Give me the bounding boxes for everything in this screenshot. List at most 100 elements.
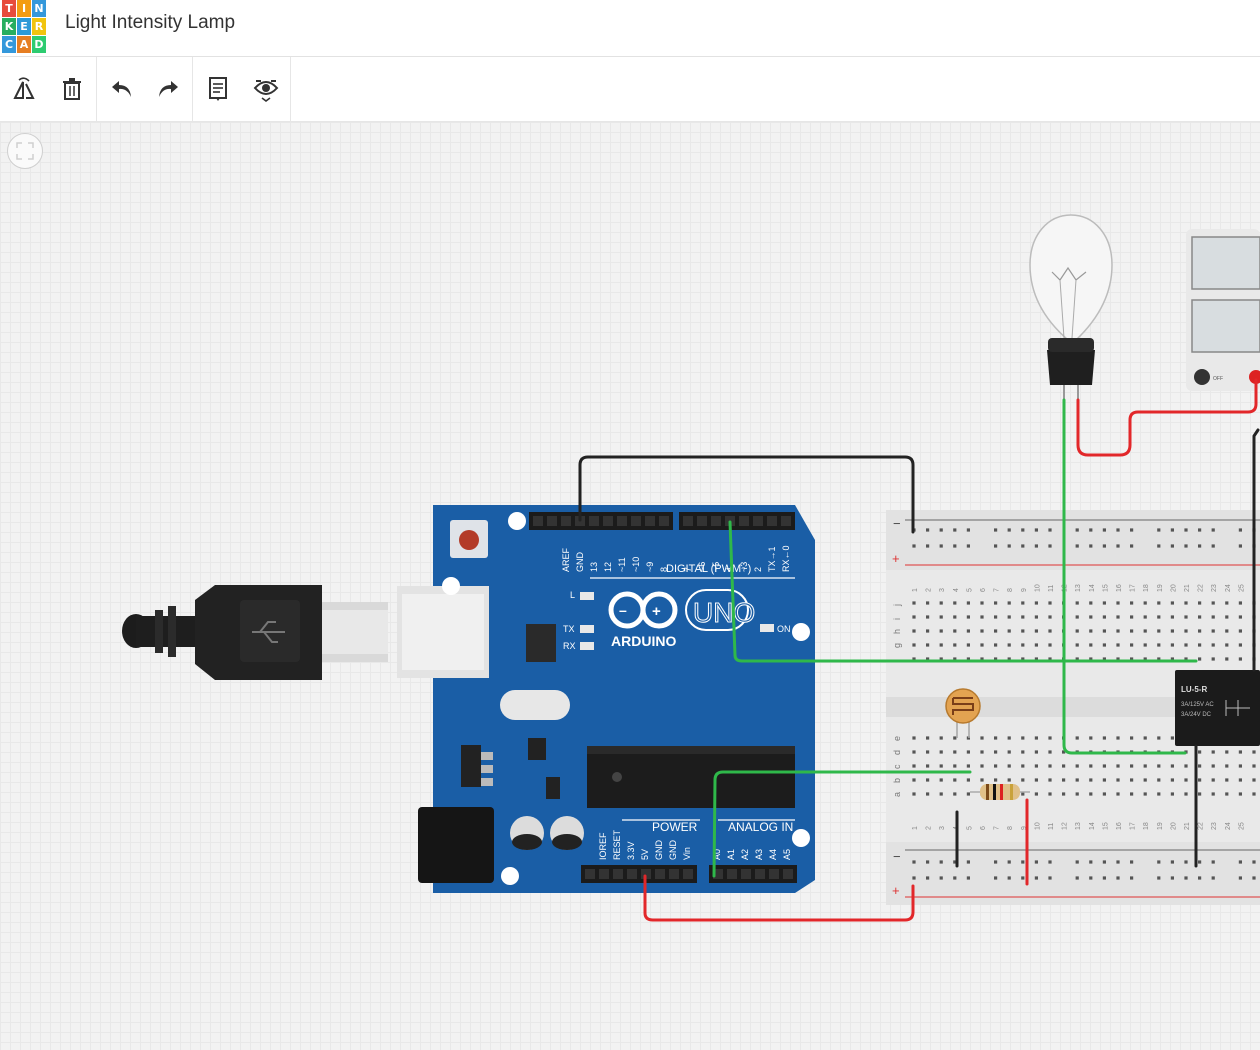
breadboard-hole[interactable]: [1007, 764, 1011, 768]
breadboard-hole[interactable]: [1021, 750, 1025, 754]
breadboard-hole[interactable]: [912, 657, 916, 661]
breadboard-hole[interactable]: [939, 778, 943, 782]
breadboard-hole[interactable]: [1034, 736, 1038, 740]
breadboard-hole[interactable]: [1143, 778, 1147, 782]
rail-hole[interactable]: [1211, 528, 1215, 532]
bulb-to-relay-wire-green[interactable]: [1062, 398, 1187, 755]
breadboard-hole[interactable]: [1157, 736, 1161, 740]
rail-hole[interactable]: [1170, 876, 1174, 880]
breadboard-hole[interactable]: [1252, 750, 1256, 754]
breadboard-hole[interactable]: [994, 643, 998, 647]
breadboard-hole[interactable]: [1089, 792, 1093, 796]
digital-pin-wire-green[interactable]: [728, 520, 1198, 663]
relay[interactable]: LU-5-R 3A/125V AC 3A/24V DC: [1175, 670, 1260, 746]
breadboard-hole[interactable]: [1143, 601, 1147, 605]
header-pin[interactable]: [713, 869, 723, 879]
breadboard-hole[interactable]: [1102, 764, 1106, 768]
breadboard-hole[interactable]: [1034, 601, 1038, 605]
rail-hole[interactable]: [1238, 528, 1242, 532]
breadboard-hole[interactable]: [939, 736, 943, 740]
breadboard-hole[interactable]: [926, 601, 930, 605]
breadboard-hole[interactable]: [980, 629, 984, 633]
breadboard-hole[interactable]: [1021, 601, 1025, 605]
breadboard-hole[interactable]: [1198, 764, 1202, 768]
header-pin[interactable]: [755, 869, 765, 879]
header-pin[interactable]: [659, 516, 669, 526]
header-pin[interactable]: [589, 516, 599, 526]
breadboard-hole[interactable]: [980, 643, 984, 647]
header-pin[interactable]: [753, 516, 763, 526]
breadboard-hole[interactable]: [1238, 778, 1242, 782]
breadboard-hole[interactable]: [926, 643, 930, 647]
rail-hole[interactable]: [953, 860, 957, 864]
breadboard-hole[interactable]: [1170, 643, 1174, 647]
rail-hole[interactable]: [1007, 860, 1011, 864]
breadboard-hole[interactable]: [1102, 778, 1106, 782]
breadboard-hole[interactable]: [1198, 629, 1202, 633]
breadboard-hole[interactable]: [1130, 629, 1134, 633]
breadboard-hole[interactable]: [1143, 764, 1147, 768]
breadboard-hole[interactable]: [1143, 792, 1147, 796]
breadboard-hole[interactable]: [1225, 792, 1229, 796]
breadboard-hole[interactable]: [1184, 643, 1188, 647]
header-pin[interactable]: [739, 516, 749, 526]
breadboard-hole[interactable]: [1116, 657, 1120, 661]
rail-hole[interactable]: [1034, 860, 1038, 864]
breadboard-hole[interactable]: [1198, 778, 1202, 782]
breadboard-hole[interactable]: [1089, 629, 1093, 633]
bulb-to-supply-wire-red[interactable]: [1076, 378, 1258, 457]
breadboard-hole[interactable]: [994, 657, 998, 661]
breadboard-hole[interactable]: [966, 792, 970, 796]
breadboard-hole[interactable]: [953, 601, 957, 605]
header-pin[interactable]: [683, 869, 693, 879]
rail-hole[interactable]: [1130, 528, 1134, 532]
breadboard-hole[interactable]: [1021, 764, 1025, 768]
rail-hole[interactable]: [1252, 876, 1256, 880]
rail-hole[interactable]: [994, 544, 998, 548]
breadboard-hole[interactable]: [926, 778, 930, 782]
breadboard-hole[interactable]: [1225, 629, 1229, 633]
fit-view-button[interactable]: [7, 133, 43, 169]
breadboard-hole[interactable]: [994, 736, 998, 740]
breadboard-hole[interactable]: [1075, 764, 1079, 768]
breadboard-hole[interactable]: [1252, 792, 1256, 796]
breadboard-hole[interactable]: [1130, 657, 1134, 661]
breadboard-hole[interactable]: [1157, 629, 1161, 633]
breadboard-hole[interactable]: [1075, 601, 1079, 605]
breadboard-hole[interactable]: [1102, 657, 1106, 661]
rail-hole[interactable]: [926, 876, 930, 880]
breadboard-hole[interactable]: [1089, 615, 1093, 619]
rail-hole[interactable]: [1116, 860, 1120, 864]
header-pin[interactable]: [683, 516, 693, 526]
rail-hole[interactable]: [953, 544, 957, 548]
breadboard-hole[interactable]: [1021, 736, 1025, 740]
rail-hole[interactable]: [912, 860, 916, 864]
rail-hole[interactable]: [1034, 544, 1038, 548]
rail-hole[interactable]: [966, 544, 970, 548]
breadboard-hole[interactable]: [1157, 792, 1161, 796]
rail-hole[interactable]: [1198, 876, 1202, 880]
breadboard-hole[interactable]: [1102, 615, 1106, 619]
breadboard-hole[interactable]: [1075, 736, 1079, 740]
breadboard-hole[interactable]: [1075, 778, 1079, 782]
breadboard-hole[interactable]: [1021, 615, 1025, 619]
breadboard-hole[interactable]: [1130, 764, 1134, 768]
breadboard-hole[interactable]: [1102, 601, 1106, 605]
rail-hole[interactable]: [1211, 544, 1215, 548]
breadboard-hole[interactable]: [939, 601, 943, 605]
header-pin[interactable]: [585, 869, 595, 879]
wires[interactable]: [578, 378, 1260, 922]
breadboard-hole[interactable]: [1225, 750, 1229, 754]
breadboard-hole[interactable]: [994, 778, 998, 782]
rail-hole[interactable]: [1184, 860, 1188, 864]
rail-hole[interactable]: [1007, 528, 1011, 532]
rail-hole[interactable]: [1034, 876, 1038, 880]
rail-hole[interactable]: [1252, 860, 1256, 864]
rail-hole[interactable]: [994, 528, 998, 532]
rail-hole[interactable]: [1102, 544, 1106, 548]
breadboard-hole[interactable]: [1089, 643, 1093, 647]
breadboard-hole[interactable]: [1211, 750, 1215, 754]
redo-button[interactable]: [148, 69, 188, 109]
breadboard-hole[interactable]: [953, 657, 957, 661]
breadboard-hole[interactable]: [980, 764, 984, 768]
